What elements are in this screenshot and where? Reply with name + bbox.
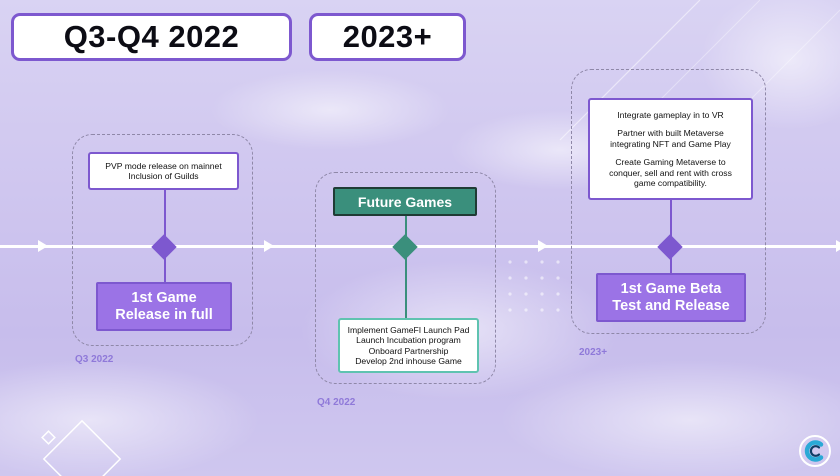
note-q4-2022: Implement GameFI Launch Pad Launch Incub… [338,318,479,373]
note-line: Develop 2nd inhouse Game [355,356,462,366]
note-line: Inclusion of Guilds [128,171,199,181]
timeline-arrow-icon [538,240,548,252]
header-2023-plus: 2023+ [309,13,466,61]
timeline-arrow-icon [38,240,48,252]
milestone-group-q3-2022 [72,134,253,346]
note-line: Launch Incubation program [356,335,461,345]
label-first-game-beta: 1st Game Beta Test and Release [596,273,746,322]
note-2023: Integrate gameplay in to VR Partner with… [588,98,753,200]
header-q3-q4-2022: Q3-Q4 2022 [11,13,292,61]
label-line: 1st Game [131,290,197,306]
note-line: integrating NFT and Game Play [610,138,731,149]
milestone-group-2023 [571,69,766,334]
connector-q4 [405,215,407,319]
label-line: Release in full [115,306,213,323]
c-logo-icon [799,435,831,467]
timeline-line [0,245,840,248]
label-future-games: Future Games [333,187,477,216]
note-line: Onboard Partnership [368,345,449,356]
note-line: PVP mode release on mainnet [105,160,222,171]
note-line: Partner with built Metaverse [617,128,724,138]
period-label-2023: 2023+ [579,347,608,358]
note-line: game compatibility. [634,178,707,188]
note-line: Integrate gameplay in to VR [617,109,724,120]
label-first-game-release-full: 1st Game Release in full [96,282,232,331]
note-line: Implement GameFI Launch Pad [347,324,470,335]
timeline-arrow-icon [264,240,274,252]
label-line: Test and Release [612,297,730,314]
period-label-q3-2022: Q3 2022 [75,354,114,365]
outline-diamond-icon [41,419,122,476]
label-line: 1st Game Beta [620,281,722,297]
note-line: Create Gaming Metaverse to [615,157,726,167]
note-line: conquer, sell and rent with cross [609,167,732,178]
note-q3-2022: PVP mode release on mainnet Inclusion of… [88,152,239,190]
period-label-q4-2022: Q4 2022 [317,397,356,408]
milestone-group-q4-2022 [315,172,496,384]
timeline-arrow-icon [836,240,840,252]
